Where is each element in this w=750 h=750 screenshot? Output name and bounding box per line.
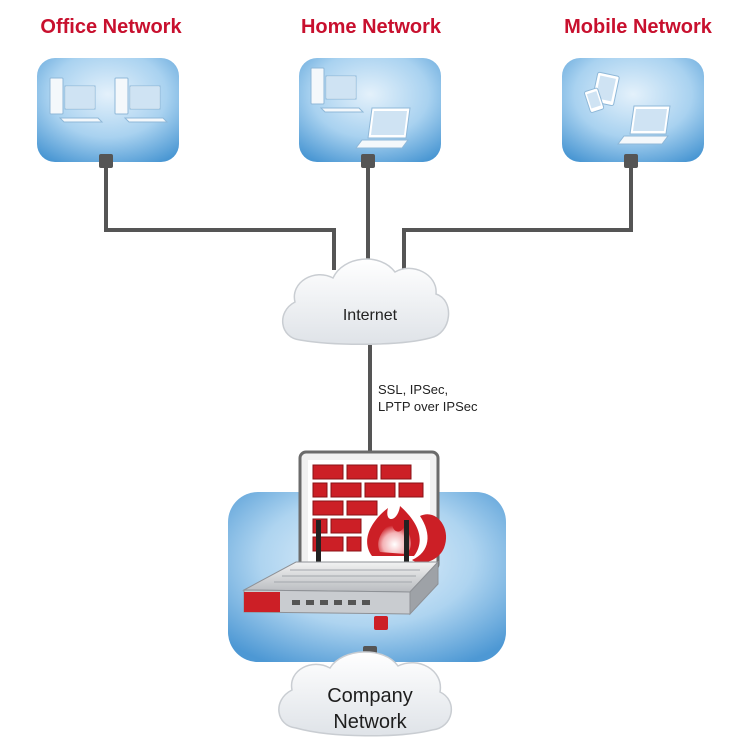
company-label-line-2: Network <box>333 711 407 733</box>
company-network-label: Company Network <box>300 683 440 735</box>
desktop-computer-icon <box>310 67 365 113</box>
protocol-line-2: LPTP over IPSec <box>378 399 478 414</box>
desktop-computer-icon <box>49 77 104 123</box>
cloud-icon <box>278 651 453 737</box>
company-label-line-1: Company <box>327 685 413 707</box>
router-icon <box>242 520 440 660</box>
cloud-icon <box>281 258 450 345</box>
mobile-port <box>624 154 638 168</box>
home-network-box <box>299 58 441 168</box>
laptop-icon <box>617 105 671 145</box>
office-network-title: Office Network <box>40 16 182 38</box>
office-link-line <box>104 164 336 270</box>
mobile-network-title: Mobile Network <box>564 16 712 38</box>
protocol-label: SSL, IPSec, LPTP over IPSec <box>378 381 477 415</box>
desktop-computer-icon <box>114 77 169 123</box>
protocol-line-1: SSL, IPSec, <box>378 382 449 397</box>
mobile-link-line <box>402 164 633 270</box>
firewall-icon <box>298 450 447 572</box>
office-network-box <box>37 58 179 168</box>
office-port <box>99 154 113 168</box>
smartphone-icon <box>584 87 605 113</box>
home-network-title: Home Network <box>300 16 442 38</box>
internet-label: Internet <box>342 307 398 324</box>
home-port <box>361 154 375 168</box>
mobile-network-box <box>562 58 704 168</box>
laptop-icon <box>355 107 411 149</box>
